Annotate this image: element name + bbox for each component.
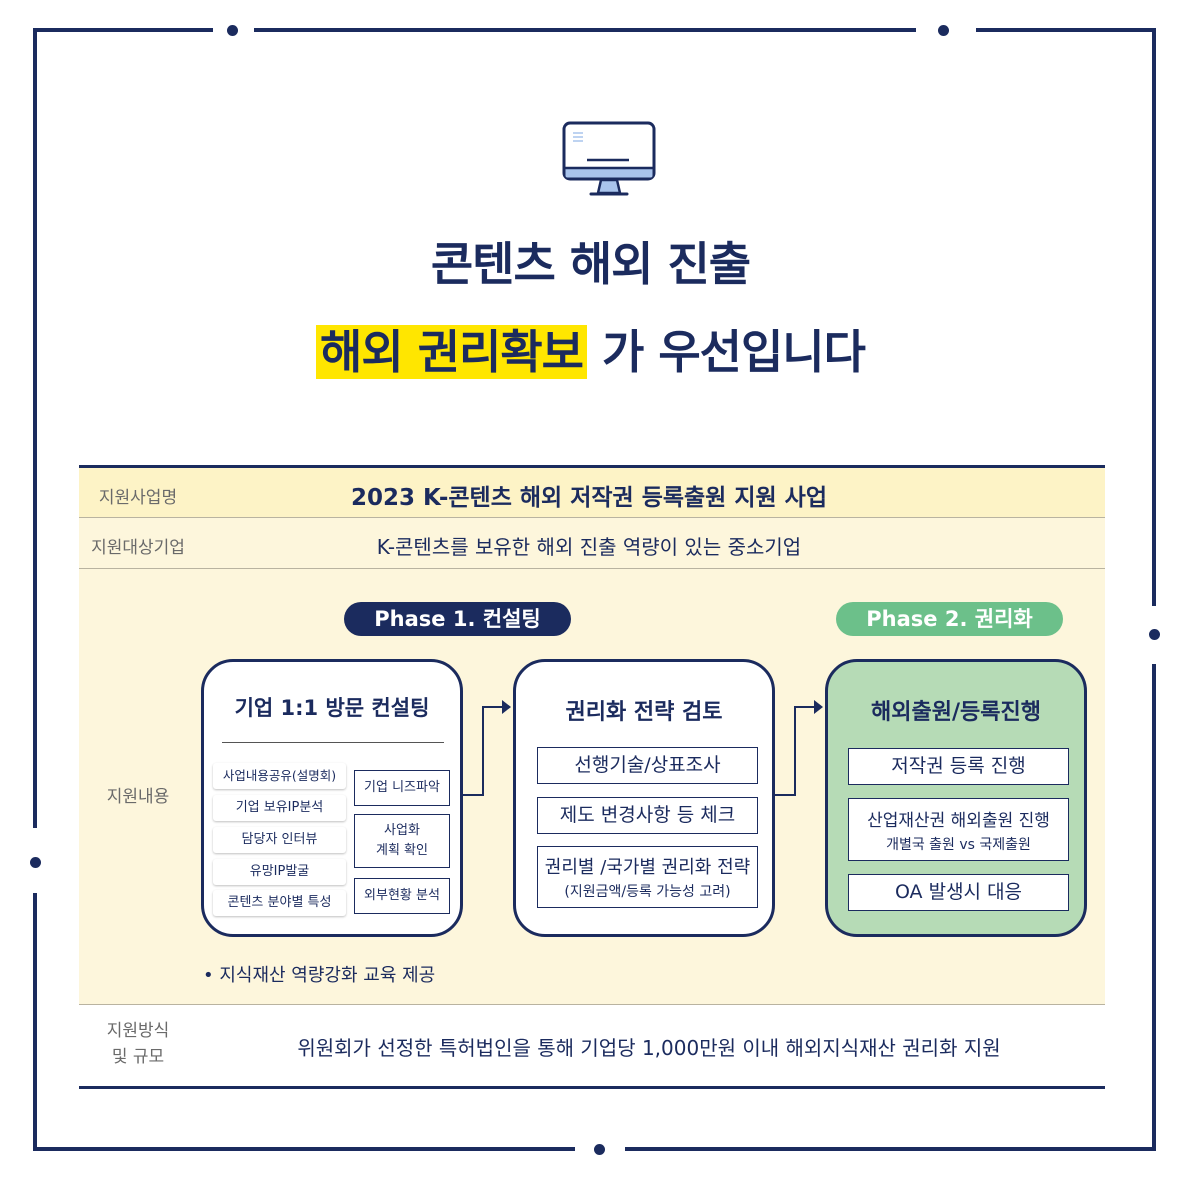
card-title: 해외출원/등록진행: [871, 700, 1041, 725]
row-content: 지원내용 Phase 1. 컨설팅 Phase 2. 권리화 기업 1:1 방문…: [79, 569, 1105, 1005]
row-program-name: 지원사업명 2023 K-콘텐츠 해외 저작권 등록출원 지원 사업: [79, 468, 1105, 518]
frame-dot: [227, 25, 238, 36]
frame-top-right: [976, 28, 1156, 32]
row-label: 지원대상기업: [91, 538, 185, 558]
frame-right-bottom: [1152, 664, 1156, 1151]
monitor-icon: [561, 120, 657, 200]
strategy-item-main: 권리별 /국가별 권리화 전략: [544, 857, 751, 878]
frame-bottom-right: [625, 1147, 1156, 1151]
method-label-line1: 지원방식: [106, 1021, 170, 1041]
page-title-line2: 해외 권리확보 가 우선입니다: [0, 316, 1181, 382]
method-value: 위원회가 선정한 특허법인을 통해 기업당 1,000만원 이내 해외지식재산 …: [297, 1036, 1001, 1060]
external-box: 외부현황 분석: [354, 878, 450, 914]
row-label: 지원사업명: [98, 488, 178, 508]
tag-item: 담당자 인터뷰: [213, 827, 346, 853]
registration-item-main: 산업재산권 해외출원 진행: [867, 811, 1050, 831]
frame-dot: [594, 1144, 605, 1155]
tag-item: 유망IP발굴: [213, 859, 346, 885]
method-label-line2: 및 규모: [111, 1047, 165, 1067]
target-value: K-콘텐츠를 보유한 해외 진출 역량이 있는 중소기업: [376, 535, 802, 559]
strategy-item: 제도 변경사항 등 체크: [537, 797, 758, 834]
tag-item: 사업내용공유(설명회): [213, 763, 346, 789]
frame-top-left: [33, 28, 213, 32]
phase2-pill: Phase 2. 권리화: [836, 602, 1063, 636]
frame-dot: [1149, 629, 1160, 640]
plan-box: 사업화 계획 확인: [354, 814, 450, 868]
row-target: 지원대상기업 K-콘텐츠를 보유한 해외 진출 역량이 있는 중소기업: [79, 518, 1105, 569]
card-strategy: 권리화 전략 검토 선행기술/상표조사 제도 변경사항 등 체크 권리별 /국가…: [513, 659, 775, 937]
title-highlight: 해외 권리확보: [316, 325, 587, 379]
registration-item: 저작권 등록 진행: [848, 748, 1069, 785]
arrow-right-icon: [775, 700, 823, 796]
frame-top-mid: [254, 28, 916, 32]
strategy-item-sub: (지원금액/등록 가능성 고려): [564, 884, 731, 900]
frame-left-bottom: [33, 893, 37, 1151]
card-title: 권리화 전략 검토: [565, 700, 723, 725]
need-box: 기업 니즈파악: [354, 770, 450, 806]
frame-right-top: [1152, 28, 1156, 606]
row-label: 지원내용: [106, 787, 170, 807]
frame-dot: [938, 25, 949, 36]
page-title-line1: 콘텐츠 해외 진출: [430, 237, 751, 291]
frame-left-top: [33, 28, 37, 828]
title-rest: 가 우선입니다: [602, 325, 866, 379]
strategy-item: 권리별 /국가별 권리화 전략 (지원금액/등록 가능성 고려): [537, 846, 758, 908]
tag-item: 콘텐츠 분야별 특성: [213, 890, 346, 916]
frame-bottom-left: [33, 1147, 575, 1151]
registration-item: OA 발생시 대응: [848, 874, 1069, 911]
strategy-item: 선행기술/상표조사: [537, 747, 758, 784]
tag-item: 기업 보유IP분석: [213, 795, 346, 821]
program-name-value: 2023 K-콘텐츠 해외 저작권 등록출원 지원 사업: [351, 485, 827, 511]
card-consulting: 기업 1:1 방문 컨설팅 사업내용공유(설명회) 기업 보유IP분석 담당자 …: [201, 659, 463, 937]
registration-item: 산업재산권 해외출원 진행 개별국 출원 vs 국제출원: [848, 798, 1069, 861]
frame-dot: [30, 857, 41, 868]
card-registration: 해외출원/등록진행 저작권 등록 진행 산업재산권 해외출원 진행 개별국 출원…: [825, 659, 1087, 937]
row-method: 지원방식 및 규모 위원회가 선정한 특허법인을 통해 기업당 1,000만원 …: [79, 1005, 1105, 1086]
card-title: 기업 1:1 방문 컨설팅: [234, 696, 430, 720]
phase1-pill: Phase 1. 컨설팅: [344, 602, 571, 636]
row-label: 지원방식 및 규모: [79, 1018, 197, 1070]
arrow-right-icon: [463, 700, 511, 796]
education-note: • 지식재산 역량강화 교육 제공: [203, 965, 436, 986]
registration-item-sub: 개별국 출원 vs 국제출원: [886, 837, 1031, 853]
